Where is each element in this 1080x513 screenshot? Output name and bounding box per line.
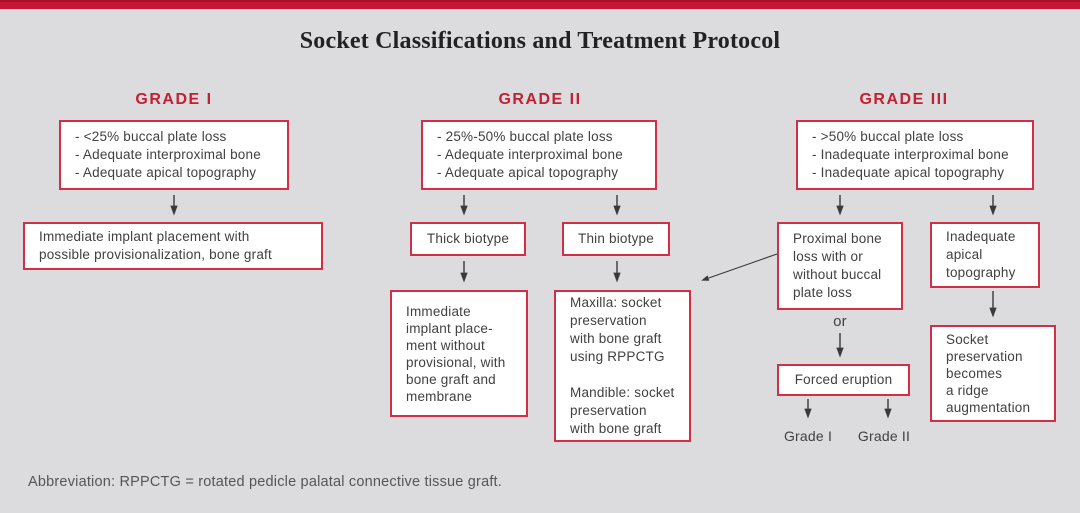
grade1-criteria-box: - <25% buccal plate loss - Adequate inte… bbox=[59, 120, 289, 190]
grade2-criteria-text: - 25%-50% buccal plate loss - Adequate i… bbox=[437, 129, 623, 180]
arrow-proximal-to-maxilla-result bbox=[701, 253, 778, 281]
or-label: or bbox=[833, 313, 847, 330]
thick-biotype-box: Thick biotype bbox=[410, 222, 526, 256]
grade2-thin-result-text: Maxilla: socket preservation with bone g… bbox=[570, 295, 675, 436]
forced-eruption-box: Forced eruption bbox=[777, 364, 910, 396]
grade2-criteria-box: - 25%-50% buccal plate loss - Adequate i… bbox=[421, 120, 657, 190]
grade1-header: GRADE I bbox=[135, 91, 213, 108]
grade2-thin-result-box: Maxilla: socket preservation with bone g… bbox=[554, 290, 691, 442]
outcome-grade1-label: Grade I bbox=[783, 428, 833, 444]
proximal-bone-loss-box: Proximal bone loss with or without bucca… bbox=[777, 222, 903, 310]
grade1-treatment-box: Immediate implant placement with possibl… bbox=[23, 222, 323, 270]
abbreviation-footnote: Abbreviation: RPPCTG = rotated pedicle p… bbox=[28, 474, 503, 490]
figure-title: Socket Classifications and Treatment Pro… bbox=[299, 28, 781, 54]
outcome-grade2-label: Grade II bbox=[857, 428, 911, 444]
grade2-header: GRADE II bbox=[498, 91, 582, 108]
grade3-criteria-box: - >50% buccal plate loss - Inadequate in… bbox=[796, 120, 1034, 190]
forced-eruption-text: Forced eruption bbox=[794, 372, 893, 387]
grade3-header: GRADE III bbox=[859, 91, 949, 108]
grade1-criteria-text: - <25% buccal plate loss - Adequate inte… bbox=[75, 129, 261, 180]
top-accent-bar bbox=[0, 0, 1080, 9]
inadequate-apical-box: Inadequate apical topography bbox=[930, 222, 1040, 288]
grade2-thick-result-text: Immediate implant place- ment without pr… bbox=[406, 303, 506, 404]
grade1-treatment-text: Immediate implant placement with possibl… bbox=[39, 229, 272, 262]
grade3-criteria-text: - >50% buccal plate loss - Inadequate in… bbox=[812, 129, 1009, 180]
grade2-thick-result-box: Immediate implant place- ment without pr… bbox=[390, 290, 528, 417]
proximal-bone-loss-text: Proximal bone loss with or without bucca… bbox=[793, 231, 882, 300]
inadequate-apical-text: Inadequate apical topography bbox=[946, 229, 1016, 280]
ridge-augmentation-text: Socket preservation becomes a ridge augm… bbox=[946, 332, 1031, 415]
thin-biotype-box: Thin biotype bbox=[562, 222, 670, 256]
thick-biotype-text: Thick biotype bbox=[426, 231, 510, 246]
thin-biotype-text: Thin biotype bbox=[578, 231, 654, 246]
ridge-augmentation-box: Socket preservation becomes a ridge augm… bbox=[930, 325, 1056, 422]
